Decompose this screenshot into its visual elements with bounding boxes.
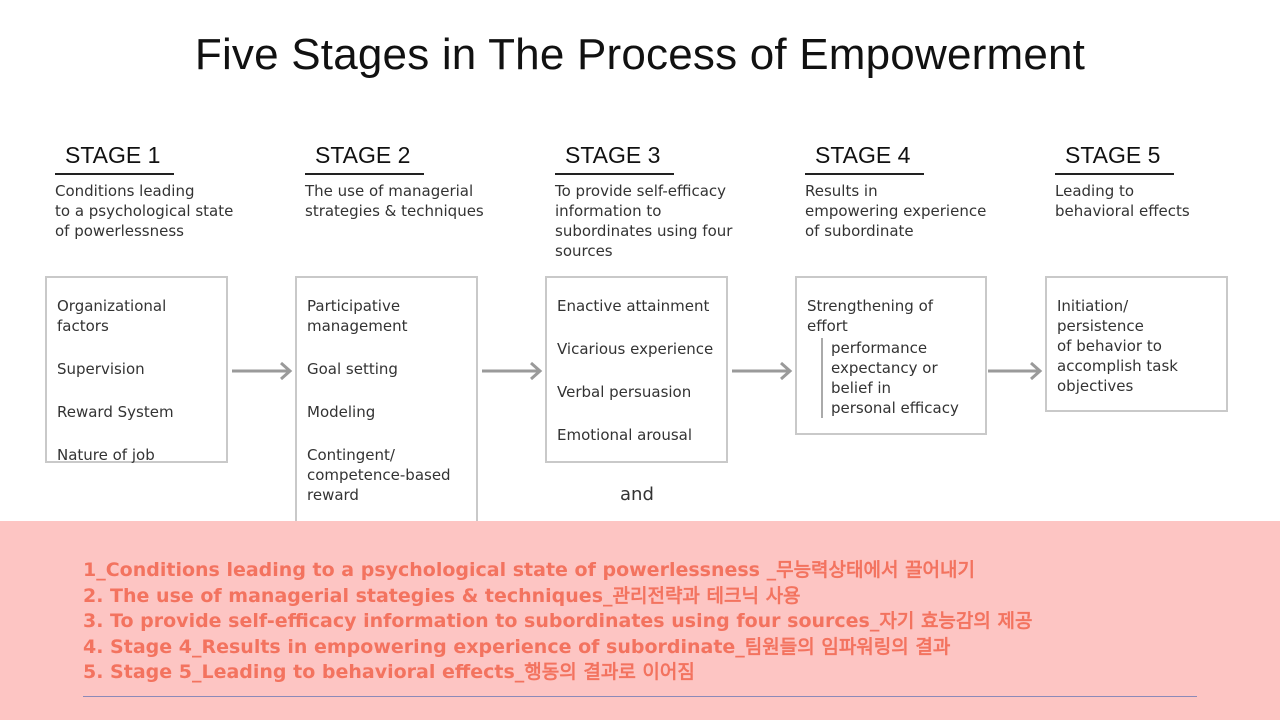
divider — [83, 696, 1197, 697]
box-item: Enactive attainment — [557, 297, 710, 315]
box-item: Supervision — [57, 360, 145, 378]
note-line: 1_Conditions leading to a psychological … — [83, 559, 975, 581]
stage-4-description: Results in empowering experience of subo… — [805, 181, 995, 241]
stage-5-label: STAGE 5 — [1055, 142, 1175, 175]
stage-2-box: Participative management Goal setting Mo… — [295, 276, 478, 536]
box-item: Emotional arousal — [557, 426, 693, 444]
box-item: Nature of job — [57, 446, 155, 464]
box-item: Participative management — [307, 296, 466, 336]
stage-2-description: The use of managerial strategies & techn… — [305, 181, 495, 221]
box-item: Strengthening of effort performance expe… — [807, 296, 975, 418]
box-item: Vicarious experience — [557, 340, 714, 358]
box-item-line: competence-based — [307, 466, 451, 484]
stage-desc-line: Conditions leading — [55, 182, 195, 200]
box-item: Organizational factors — [57, 297, 167, 335]
arrow-right-icon — [988, 361, 1043, 381]
stage-2: STAGE 2 The use of managerial strategies… — [305, 142, 495, 221]
stage-desc-line: Results in — [805, 182, 878, 200]
box-sub-line: expectancy or — [831, 359, 938, 377]
box-item-line: reward — [307, 486, 359, 504]
box-item: Initiation/ persistence of behavior to a… — [1057, 296, 1216, 396]
stage-desc-line: To provide self-efficacy — [555, 182, 727, 200]
note-line: 2. The use of managerial stategies & tec… — [83, 584, 801, 607]
diagram-title: Five Stages in The Process of Empowermen… — [194, 30, 1086, 79]
arrow-right-icon — [732, 361, 793, 381]
box-item-line: Participative — [307, 297, 401, 315]
stage-desc-line: sources — [555, 242, 613, 260]
box-item-line: of behavior to — [1057, 337, 1162, 355]
stage-5: STAGE 5 Leading to behavioral effects — [1055, 142, 1245, 221]
stage-desc-line: of powerlessness — [55, 222, 184, 240]
stage-1: STAGE 1 Conditions leading to a psycholo… — [55, 142, 245, 241]
arrow-right-icon — [232, 361, 293, 381]
stage-desc-line: The use of managerial — [305, 182, 474, 200]
stage-desc-line: behavioral effects — [1055, 202, 1190, 220]
stage-1-box: Organizational factors Supervision Rewar… — [45, 276, 228, 464]
stage-3-description: To provide self-efficacy information to … — [555, 181, 745, 261]
box-item-line: management — [307, 317, 408, 335]
box-item: Verbal persuasion — [557, 383, 692, 401]
box-item-line: objectives — [1057, 377, 1134, 395]
stage-1-label: STAGE 1 — [55, 142, 175, 175]
box-item: Reward System — [57, 403, 174, 421]
stage-3-box: Enactive attainment Vicarious experience… — [545, 276, 728, 463]
note-line: 5. Stage 5_Leading to behavioral effects… — [83, 661, 695, 683]
notes-list: 1_Conditions leading to a psychological … — [83, 558, 1032, 686]
box-item-line: Strengthening of effort — [807, 297, 934, 335]
notes-panel: 1_Conditions leading to a psychological … — [0, 521, 1280, 720]
stage-desc-line: Leading to — [1055, 182, 1135, 200]
stage-3: STAGE 3 To provide self-efficacy informa… — [555, 142, 745, 261]
stage-4: STAGE 4 Results in empowering experience… — [805, 142, 995, 241]
stage-desc-line: information to — [555, 202, 662, 220]
note-line: 4. Stage 4_Results in empowering experie… — [83, 635, 951, 658]
box-item-line: accomplish task — [1057, 357, 1178, 375]
stage-5-description: Leading to behavioral effects — [1055, 181, 1245, 221]
box-sub-list: performance expectancy or belief in pers… — [821, 338, 975, 418]
stage-desc-line: to a psychological state — [55, 202, 234, 220]
box-item-line: Initiation/ — [1057, 297, 1129, 315]
stage-desc-line: strategies & techniques — [305, 202, 484, 220]
box-sub-line: belief in — [831, 379, 892, 397]
box-sub-line: personal efficacy — [831, 399, 959, 417]
stage-desc-line: subordinates using four — [555, 222, 733, 240]
and-label: and — [620, 484, 654, 505]
box-item: Goal setting — [307, 360, 398, 378]
stage-3-label: STAGE 3 — [555, 142, 675, 175]
stage-4-label: STAGE 4 — [805, 142, 925, 175]
stage-desc-line: empowering experience — [805, 202, 987, 220]
box-item: Modeling — [307, 403, 376, 421]
box-item: Contingent/ competence-based reward — [307, 445, 466, 505]
note-line: 3. To provide self-efficacy information … — [83, 610, 1033, 632]
box-item-line: Contingent/ — [307, 446, 395, 464]
box-item-line: persistence — [1057, 317, 1144, 335]
stage-1-description: Conditions leading to a psychological st… — [55, 181, 245, 241]
stage-2-label: STAGE 2 — [305, 142, 425, 175]
stage-desc-line: of subordinate — [805, 222, 914, 240]
stage-5-box: Initiation/ persistence of behavior to a… — [1045, 276, 1228, 412]
arrow-right-icon — [482, 361, 543, 381]
box-sub-line: performance — [831, 339, 928, 357]
stage-4-box: Strengthening of effort performance expe… — [795, 276, 987, 435]
